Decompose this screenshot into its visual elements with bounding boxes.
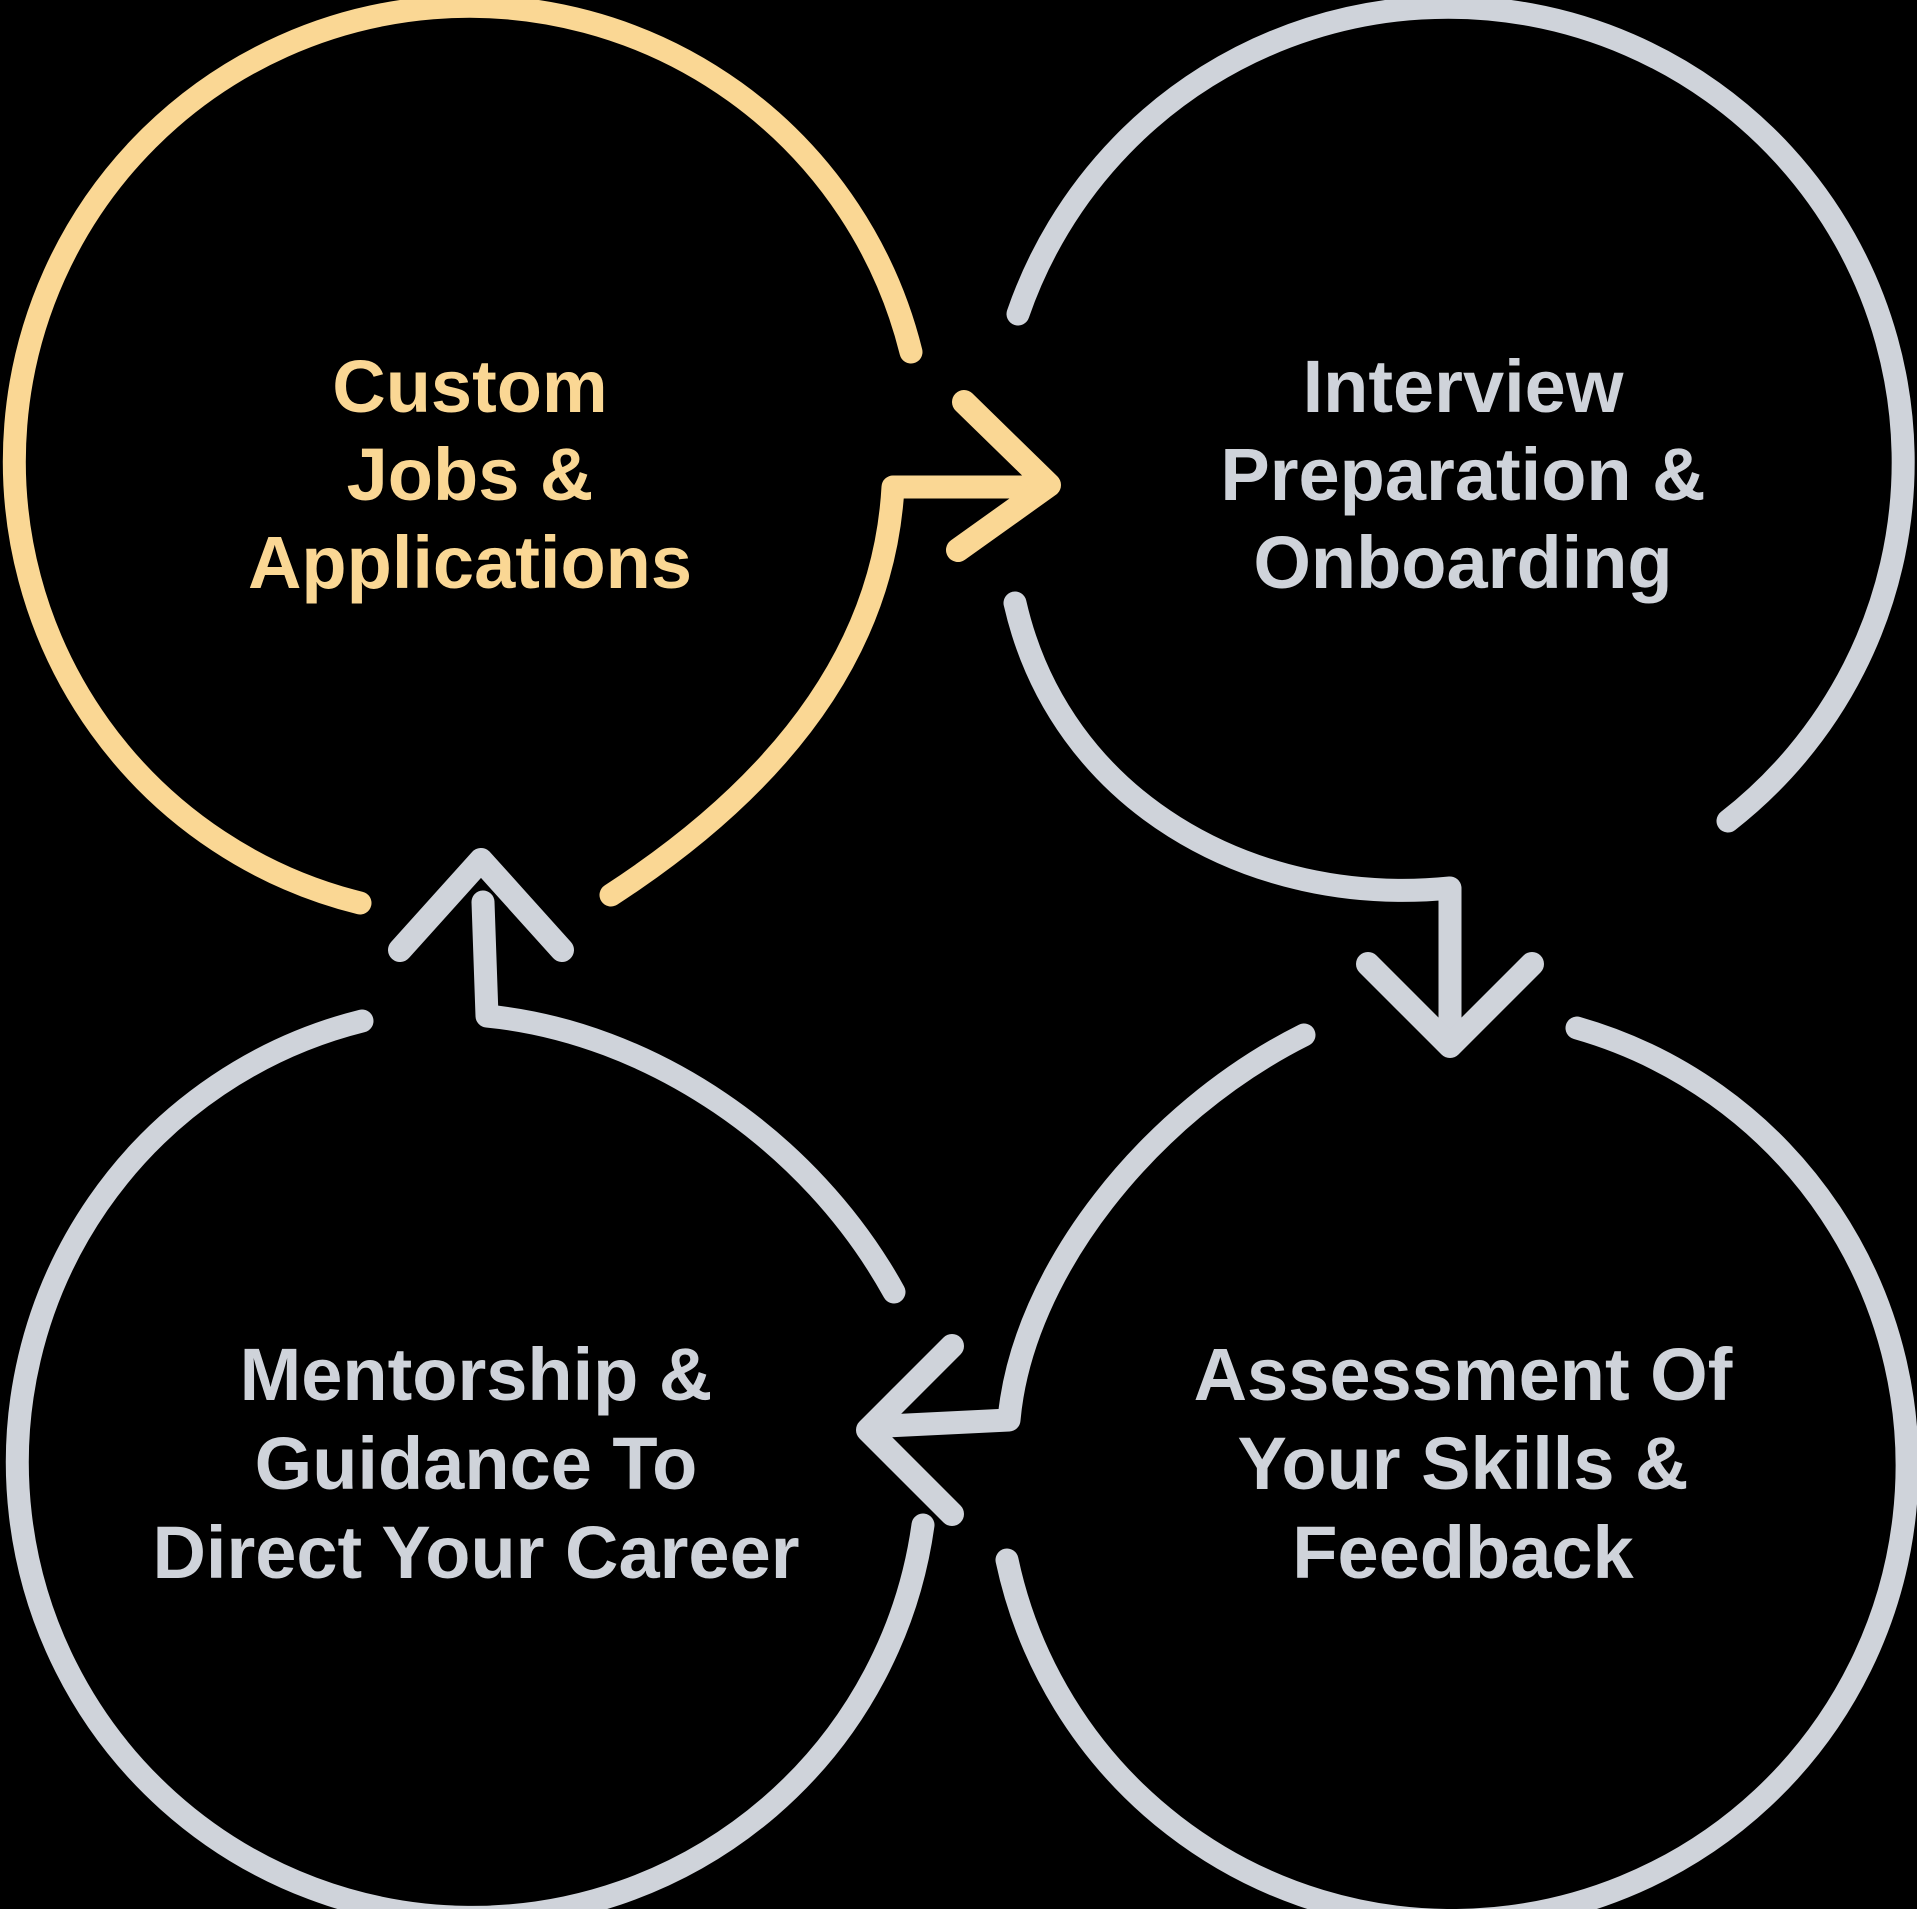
arrow-down-tail xyxy=(1003,591,1462,1040)
arrow-left-icon xyxy=(856,1334,964,1526)
circle-arc-interview-preparation xyxy=(1006,0,1915,833)
arrow-left-tail xyxy=(874,1023,1316,1438)
step-custom-jobs: Custom Jobs & Applications xyxy=(2,0,1061,915)
step-label-line: Preparation & xyxy=(1220,433,1705,516)
arrow-right-tail xyxy=(599,475,1052,907)
step-label-line: Applications xyxy=(248,521,692,604)
step-label-line: Your Skills & xyxy=(1238,1422,1689,1505)
circle-arc-assessment xyxy=(995,1016,1917,1909)
step-label-line: Mentorship & xyxy=(240,1333,713,1416)
circle-arc-mentorship xyxy=(5,1009,935,1909)
arrow-right-icon xyxy=(946,390,1061,562)
step-label-line: Assessment Of xyxy=(1194,1333,1733,1416)
step-mentorship: Mentorship & Guidance To Direct Your Car… xyxy=(5,848,935,1909)
step-label-line: Onboarding xyxy=(1253,521,1672,604)
step-label-line: Interview xyxy=(1303,345,1624,428)
step-label-line: Guidance To xyxy=(255,1422,698,1505)
step-label-line: Feedback xyxy=(1292,1511,1634,1594)
arrow-up-tail xyxy=(471,890,906,1304)
step-label-line: Jobs & xyxy=(347,433,594,516)
step-assessment: Assessment Of Your Skills & Feedback xyxy=(856,1016,1917,1909)
step-label-line: Direct Your Career xyxy=(152,1511,799,1594)
arrow-up-icon xyxy=(388,848,574,962)
step-label-line: Custom xyxy=(332,345,607,428)
step-interview-preparation: Interview Preparation & Onboarding xyxy=(1003,0,1915,1058)
arrow-down-icon xyxy=(1356,952,1544,1058)
circle-arc-custom-jobs xyxy=(2,0,923,915)
